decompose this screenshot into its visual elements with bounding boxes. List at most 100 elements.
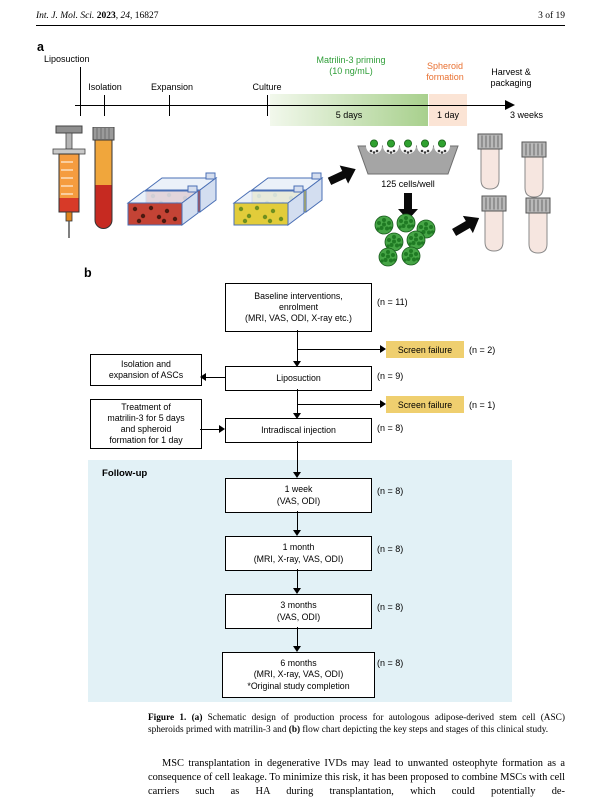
liposuction-n-label: (n = 9) bbox=[377, 371, 404, 381]
duration-total-label: 3 weeks bbox=[510, 110, 544, 120]
treatment-line1: Treatment of bbox=[121, 401, 171, 412]
flow-line bbox=[297, 627, 299, 646]
spheroids-icon bbox=[374, 213, 436, 267]
liposuction-label: Liposuction bbox=[276, 372, 321, 383]
priming-duration-box bbox=[270, 94, 428, 126]
intradiscal-injection-box: Intradiscal injection bbox=[225, 418, 372, 443]
arrow-head-down-icon bbox=[293, 472, 301, 478]
caption-text-a: Schematic design of production process f… bbox=[148, 713, 565, 736]
culture-flasks-yellow-icon bbox=[232, 172, 324, 226]
followup-week-n-label: (n = 8) bbox=[377, 486, 404, 496]
arrow-head-right-icon bbox=[380, 345, 386, 353]
followup-6months-line3: *Original study completion bbox=[247, 680, 350, 691]
screen-failure-box-1: Screen failure bbox=[386, 341, 464, 358]
arrow-head-right-icon bbox=[380, 400, 386, 408]
panel-b-label: b bbox=[84, 266, 92, 280]
screen-failure-2-n-label: (n = 1) bbox=[469, 400, 496, 410]
journal-article-no: , 16827 bbox=[129, 11, 159, 21]
figure-caption: Figure 1. (a) Schematic design of produc… bbox=[148, 712, 565, 737]
isolation-line1: Isolation and bbox=[121, 358, 171, 369]
priming-line2: (10 ng/mL) bbox=[329, 66, 373, 77]
page-number: 3 of 19 bbox=[538, 11, 565, 21]
followup-6months-n-label: (n = 8) bbox=[377, 658, 404, 668]
journal-name: Int. J. Mol. Sci. bbox=[36, 11, 95, 21]
matrilin-priming-label: Matrilin-3 priming (10 ng/mL) bbox=[287, 55, 415, 78]
caption-marker-b: (b) bbox=[288, 725, 303, 736]
isolation-line2: expansion of ASCs bbox=[108, 370, 184, 380]
arrow-head-down-icon bbox=[293, 530, 301, 536]
panel-a-label: a bbox=[37, 40, 44, 54]
arrow-head-down-icon bbox=[293, 413, 301, 419]
flow-line bbox=[200, 429, 219, 431]
tick-isolation bbox=[104, 95, 106, 116]
spheroid-formation-label: Spheroid formation bbox=[419, 61, 471, 84]
harvest-line2: packaging bbox=[490, 78, 532, 89]
baseline-box: Baseline interventions, enrolment (MRI, … bbox=[225, 283, 372, 332]
syringe-icon bbox=[52, 125, 86, 238]
followup-3months-line2: (VAS, ODI) bbox=[276, 611, 321, 622]
liposuction-box: Liposuction bbox=[225, 366, 372, 391]
followup-6months-line2: (MRI, X-ray, VAS, ODI) bbox=[253, 669, 344, 680]
flow-line bbox=[206, 377, 225, 379]
screen-failure-box-2: Screen failure bbox=[386, 396, 464, 413]
tick-liposuction bbox=[80, 67, 82, 116]
arrow-down-icon bbox=[398, 193, 418, 220]
arrow-up-right-icon bbox=[327, 165, 356, 185]
flow-line bbox=[297, 349, 380, 351]
followup-week-line2: (VAS, ODI) bbox=[276, 495, 321, 506]
baseline-line3: (MRI, VAS, ODI, X-ray etc.) bbox=[245, 313, 352, 324]
followup-6months-line1: 6 months bbox=[280, 658, 317, 669]
flow-line bbox=[297, 511, 299, 530]
caption-text-b: flow chart depicting the key steps and s… bbox=[302, 725, 549, 736]
arrow-head-down-icon bbox=[293, 361, 301, 367]
arrow-head-left-icon bbox=[200, 373, 206, 381]
followup-3months-n-label: (n = 8) bbox=[377, 602, 404, 612]
spheroid-line1: Spheroid bbox=[426, 61, 464, 71]
baseline-line1: Baseline interventions, bbox=[254, 290, 343, 301]
flow-line bbox=[297, 389, 299, 413]
blood-tube-icon bbox=[92, 127, 115, 229]
journal-volume: , 24 bbox=[115, 11, 130, 21]
timeline-step-isolation: Isolation bbox=[88, 82, 122, 92]
arrow-head-right-icon bbox=[219, 425, 225, 433]
timeline-axis bbox=[75, 105, 507, 107]
timeline-step-expansion: Expansion bbox=[150, 82, 194, 92]
arrow-up-right-icon bbox=[452, 215, 480, 236]
header-rule bbox=[36, 25, 565, 26]
spheroid-duration-box bbox=[429, 94, 467, 126]
tick-culture bbox=[267, 95, 269, 116]
figure-caption-label: Figure 1. bbox=[148, 713, 192, 723]
followup-month-line2: (MRI, X-ray, VAS, ODI) bbox=[253, 553, 344, 564]
followup-3months-line1: 3 months bbox=[280, 600, 317, 611]
followup-3months-box: 3 months (VAS, ODI) bbox=[225, 594, 372, 629]
cryovials-icon bbox=[477, 133, 551, 254]
duration-spheroid-label: 1 day bbox=[436, 110, 460, 120]
timeline-arrowhead-icon bbox=[505, 100, 515, 110]
body-paragraph: MSC transplantation in degenerative IVDs… bbox=[148, 758, 565, 797]
priming-line1: Matrilin-3 priming bbox=[316, 55, 386, 65]
screen-failure-1-label: Screen failure bbox=[397, 344, 453, 355]
culture-flasks-red-icon bbox=[126, 172, 218, 226]
intradiscal-label: Intradiscal injection bbox=[261, 424, 336, 435]
treatment-box: Treatment of matrilin-3 for 5 days and s… bbox=[90, 399, 202, 449]
caption-marker-a: (a) bbox=[191, 713, 208, 723]
screen-failure-2-label: Screen failure bbox=[397, 399, 453, 410]
spheroid-line2: formation bbox=[426, 72, 464, 83]
followup-month-n-label: (n = 8) bbox=[377, 544, 404, 554]
treatment-line3: and spheroid bbox=[120, 424, 172, 434]
flow-line bbox=[297, 404, 380, 406]
duration-priming-label: 5 days bbox=[335, 110, 363, 120]
followup-week-line1: 1 week bbox=[284, 484, 313, 495]
microwell-plate-icon bbox=[357, 138, 459, 175]
treatment-line4: formation for 1 day bbox=[109, 435, 183, 446]
flow-line bbox=[297, 569, 299, 588]
followup-week-box: 1 week (VAS, ODI) bbox=[225, 478, 372, 513]
arrow-head-down-icon bbox=[293, 646, 301, 652]
harvest-packaging-label: Harvest & packaging bbox=[478, 67, 544, 90]
timeline-step-liposuction: Liposuction bbox=[44, 54, 90, 64]
journal-citation: Int. J. Mol. Sci. 2023, 24, 16827 bbox=[36, 11, 158, 21]
isolation-expansion-box: Isolation and expansion of ASCs bbox=[90, 354, 202, 386]
journal-year: 2023 bbox=[94, 11, 116, 21]
followup-month-line1: 1 month bbox=[282, 542, 315, 553]
